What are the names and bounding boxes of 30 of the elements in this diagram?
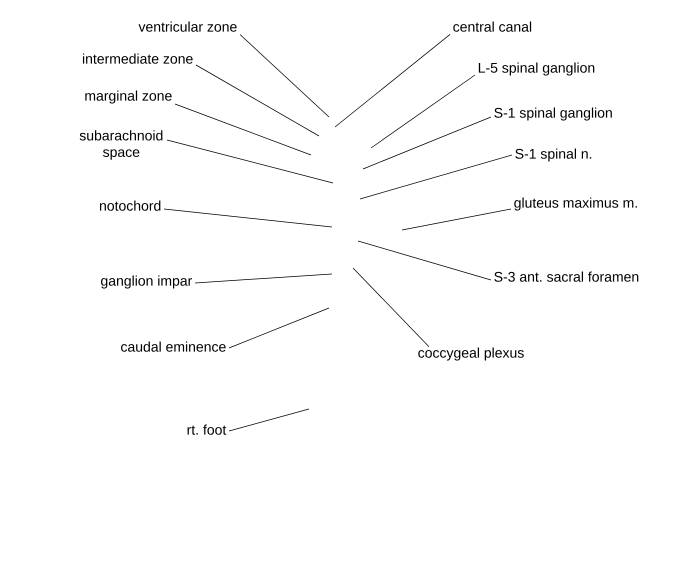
anatomy-label: L-5 spinal ganglion [478, 62, 594, 76]
leader-line [362, 116, 492, 170]
leader-line [402, 208, 512, 230]
leader-line [334, 34, 450, 128]
leader-line [370, 74, 476, 148]
leader-line [228, 408, 310, 432]
anatomy-label: coccygeal plexus [418, 348, 524, 361]
anatomy-label: rt. foot [188, 424, 226, 435]
leader-line [166, 140, 334, 184]
leader-line [164, 208, 332, 228]
anatomy-label: caudal eminence [121, 342, 226, 352]
anatomy-label: subarachnoid space [80, 130, 162, 160]
anatomy-label: ganglion impar [101, 276, 192, 289]
leader-line [360, 154, 512, 200]
anatomy-label: marginal zone [85, 90, 172, 104]
leader-line [352, 268, 430, 348]
anatomy-label: S-1 spinal n. [515, 148, 592, 162]
anatomy-label: S-1 spinal ganglion [494, 108, 612, 121]
leader-line [174, 104, 312, 156]
leader-line [194, 274, 332, 284]
anatomy-label: central canal [453, 22, 532, 32]
anatomy-label: S-3 ant. sacral foramen [494, 272, 638, 282]
anatomy-label: intermediate zone [82, 54, 193, 64]
leader-line [196, 64, 320, 136]
anatomy-label: ventricular zone [138, 22, 237, 32]
leader-line [358, 240, 492, 280]
leader-line [228, 308, 330, 348]
anatomy-label: notochord [100, 200, 160, 211]
leader-line [240, 34, 330, 118]
anatomy-label: gluteus maximus m. [514, 198, 637, 211]
